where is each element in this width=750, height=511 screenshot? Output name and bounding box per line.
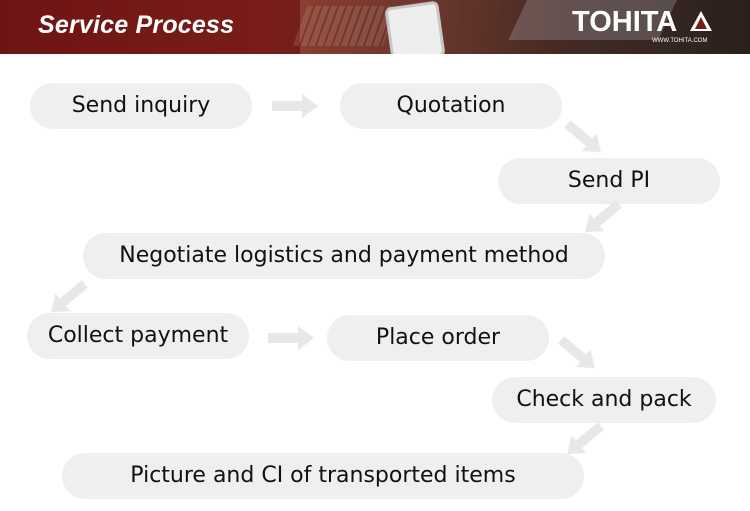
step-collect-payment: Collect payment bbox=[27, 313, 249, 359]
step-negotiate: Negotiate logistics and payment method bbox=[83, 233, 605, 279]
arrow-right-icon bbox=[268, 326, 314, 350]
page-title: Service Process bbox=[38, 11, 235, 39]
brand-logo: TOHITA WWW.TOHITA.COM bbox=[572, 6, 722, 50]
step-picture-and-ci: Picture and CI of transported items bbox=[62, 453, 584, 499]
keyboard-image bbox=[292, 6, 398, 46]
arrow-down-left-icon bbox=[51, 280, 88, 313]
step-check-and-pack: Check and pack bbox=[492, 377, 716, 423]
step-place-order: Place order bbox=[327, 315, 549, 361]
logo-wordmark: TOHITA bbox=[572, 6, 678, 38]
step-quotation: Quotation bbox=[340, 83, 562, 129]
arrow-down-left-icon bbox=[567, 422, 604, 455]
logo-url: WWW.TOHITA.COM bbox=[652, 38, 708, 44]
arrow-down-left-icon bbox=[585, 200, 622, 233]
phone-image bbox=[384, 0, 446, 54]
logo-triangle-icon bbox=[690, 11, 712, 31]
arrow-down-right-icon bbox=[558, 336, 595, 369]
header-banner: Service Process TOHITA WWW.TOHITA.COM bbox=[0, 0, 750, 54]
step-send-pi: Send PI bbox=[498, 158, 720, 204]
arrow-down-right-icon bbox=[564, 120, 601, 153]
arrow-right-icon bbox=[272, 94, 318, 118]
step-send-inquiry: Send inquiry bbox=[30, 83, 252, 129]
